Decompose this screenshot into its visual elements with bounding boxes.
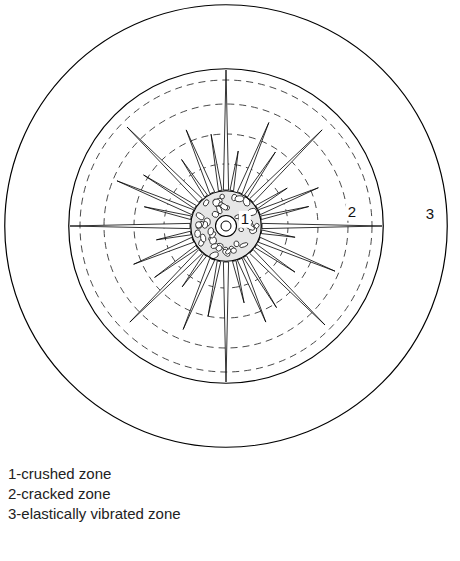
zone-boundary — [5, 5, 448, 448]
crack-line — [250, 130, 323, 203]
crack-line — [182, 159, 208, 197]
crack-line — [127, 127, 202, 202]
zone-key-text: 1-crushed zone — [8, 465, 111, 483]
blast-hole — [216, 216, 237, 237]
cracked-zone-circle: 21 — [68, 68, 384, 384]
crack-line — [261, 230, 295, 237]
elastic-zone-circle: 321 — [4, 4, 448, 448]
rubble-piece — [233, 240, 239, 247]
rubble-piece — [239, 242, 248, 249]
zone-boundary — [69, 69, 384, 384]
rubble-piece — [195, 220, 204, 230]
crack-line — [223, 262, 228, 382]
rubble-piece — [231, 248, 237, 253]
crack-line — [211, 134, 222, 191]
crushed-ground — [191, 191, 261, 261]
zone-key-text: 3-elastically vibrated zone — [8, 505, 181, 523]
cracks — [70, 70, 382, 382]
rubble-piece — [207, 227, 214, 235]
rubble-piece — [200, 233, 207, 242]
zone-number: 2 — [346, 204, 358, 221]
rubble-piece — [215, 244, 223, 252]
rubble-piece — [202, 199, 210, 207]
rubble-piece — [221, 248, 231, 258]
rubble-piece — [219, 194, 224, 199]
rubble-piece — [219, 202, 228, 211]
zone-number: 3 — [424, 206, 436, 223]
rubble-piece — [195, 221, 202, 228]
crack-line — [250, 250, 325, 325]
zone-key-text: 2-cracked zone — [8, 485, 111, 503]
crack-line — [232, 261, 244, 303]
charge — [221, 221, 231, 231]
rubble-piece — [235, 195, 244, 202]
zone-outline — [190, 190, 262, 262]
crack-line — [155, 246, 198, 278]
crack-line — [223, 70, 228, 190]
crack-line — [183, 258, 214, 329]
zone-boundary — [191, 191, 262, 262]
crack-line — [156, 231, 191, 240]
zone-outline — [4, 4, 448, 448]
rubble-piece — [195, 230, 201, 238]
rubble-piece — [238, 227, 244, 232]
crack-line — [130, 250, 203, 323]
crack-line — [262, 223, 382, 228]
crack-line — [134, 237, 194, 264]
zone-number: 1 — [239, 211, 251, 228]
rubble-piece — [195, 212, 205, 221]
crack-line — [230, 151, 238, 191]
crack-line — [70, 223, 190, 228]
crushed-rubble — [191, 191, 261, 261]
crack-line — [186, 130, 214, 194]
crushed-zone-circle: 1 — [190, 190, 262, 262]
zone-outline — [68, 68, 384, 384]
crack-line — [261, 207, 309, 220]
